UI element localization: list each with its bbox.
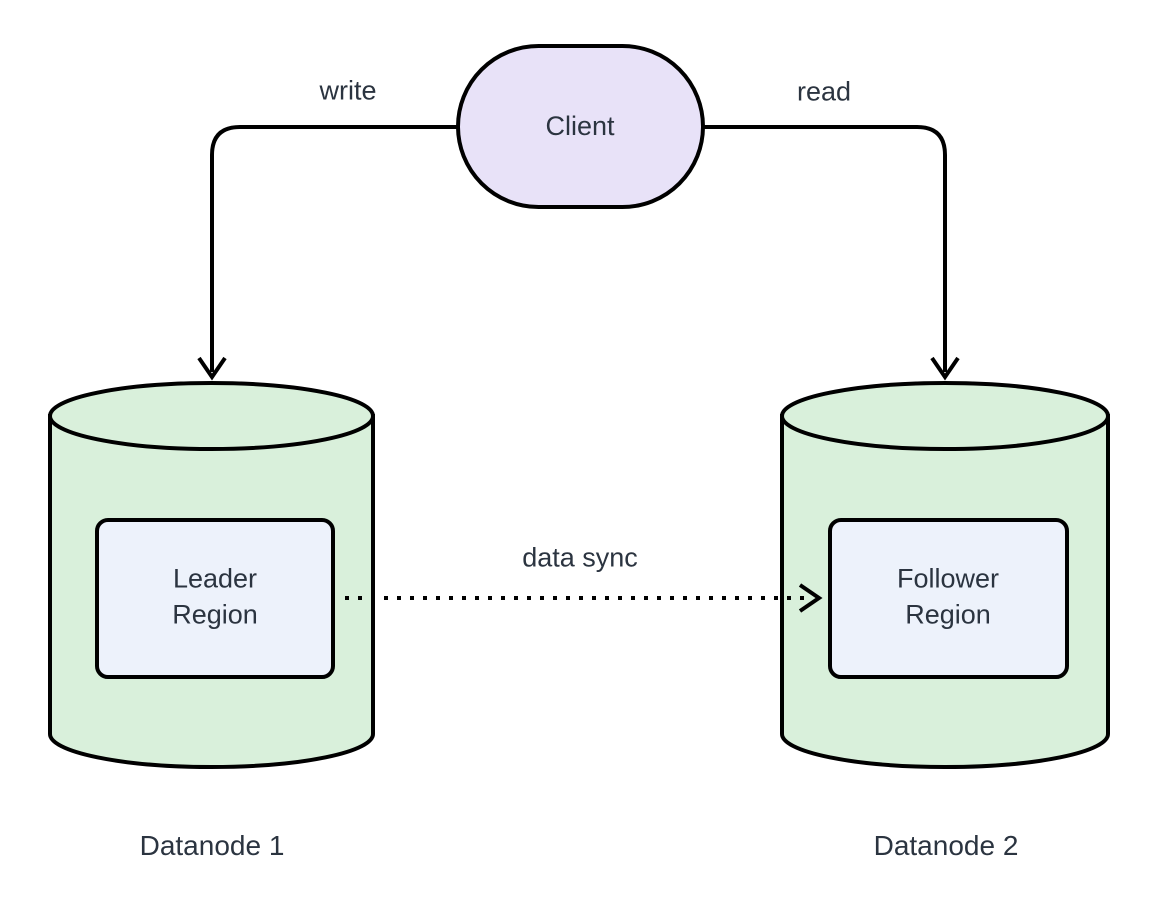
read-edge-arrowhead-icon — [930, 356, 960, 381]
leader-region-label: Leader Region — [172, 561, 258, 632]
datanode1-caption: Datanode 1 — [139, 830, 285, 861]
read-edge-label: read — [792, 74, 856, 110]
leader-region-box — [95, 518, 335, 679]
datanode1-cylinder — [48, 381, 375, 769]
write-edge-arrowhead-icon — [197, 356, 227, 381]
data-sync-arrowhead-icon — [798, 583, 823, 613]
follower-region-label-line1: Follower — [896, 563, 1000, 594]
client-node-label: Client — [545, 111, 615, 142]
write-edge-label: write — [315, 73, 381, 109]
client-node — [456, 44, 705, 209]
follower-region-label: Follower Region — [897, 561, 999, 632]
read-edge-line — [703, 125, 947, 372]
follower-region-box — [828, 518, 1069, 679]
data-sync-edge-label: data sync — [518, 540, 642, 576]
write-edge-line — [210, 125, 458, 372]
datanode2-caption: Datanode 2 — [873, 830, 1019, 861]
datanode1-cylinder-top — [48, 381, 375, 451]
leader-region-label-line2: Region — [172, 599, 258, 629]
follower-region-label-line2: Region — [905, 599, 991, 629]
datanode2-cylinder-top — [780, 381, 1110, 451]
datanode2-cylinder — [780, 381, 1110, 769]
leader-region-label-line1: Leader — [172, 563, 258, 594]
